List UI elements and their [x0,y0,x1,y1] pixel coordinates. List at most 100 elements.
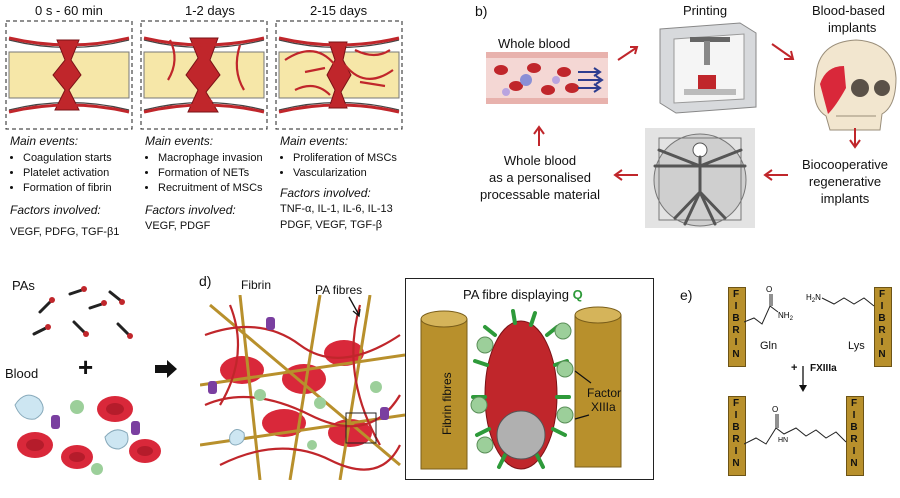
plus-sign: + [78,352,94,382]
stage-2-event: Formation of NETs [158,166,263,181]
material-label: Whole blood as a personalised processabl… [470,152,610,203]
implants-label-2: implants [828,20,877,35]
fibrin-letter: N [732,349,740,360]
oxygen-label: O [772,405,778,414]
regenerative-line: Biocooperative [802,157,888,172]
arrow-icon [849,128,861,149]
vitruvian-man-icon [645,128,755,228]
panel-d-letter: d) [199,273,212,289]
gln-lys-structures: O NH2 H2N [744,285,875,325]
fibrin-letter: F [878,289,886,300]
stage-2-factors: VEGF, PDGF [145,220,211,232]
plus-sign: + [791,362,798,374]
stage-1-event: Coagulation starts [23,151,112,166]
oxygen-label: O [766,285,772,294]
stage-1-factors: VEGF, PDFG, TGF-β1 [10,226,120,238]
fibrin-letter: B [878,313,886,324]
arrow-icon [613,169,638,181]
panel-b-letter: b) [475,3,488,19]
arrow-icon [771,43,795,60]
fibrin-fibres-label: Fibrin fibres [440,372,454,435]
whole-blood-label: Whole blood [498,36,571,51]
fibrin-letter: R [878,325,886,336]
stage-2-event: Macrophage invasion [158,151,263,166]
fibrin-letter: B [850,422,858,433]
fibrin-bar [874,287,892,367]
material-line: Whole blood [503,153,577,168]
fibrin-label: Fibrin [241,278,272,292]
stage-1-factors-heading: Factors involved: [10,203,101,217]
stage-3-factors: TNF-α, IL-1, IL-6, IL-13 [280,203,393,215]
stage-2-events: Macrophage invasion Formation of NETs Re… [143,151,263,196]
material-line: processable material [480,187,600,202]
right-arrow-icon [155,360,177,378]
h2n-sub: 2 [812,298,816,304]
fibrin-letter: N [850,458,858,469]
bone-fracture-stage-2 [140,20,268,130]
fibrin-letter: I [734,446,738,457]
pa-fibres-label: PA fibres [315,283,363,297]
inset-illustration: Fibrin fibres Factor XIIIa [420,306,622,470]
printer-icon [659,22,757,114]
stage-1-events-heading: Main events: [10,134,79,148]
nh2-label: NH2 [778,311,794,322]
skull-icon [813,39,897,131]
fibrin-letter: I [880,337,884,348]
fibrin-letter: B [732,422,740,433]
stage-2-title: 1-2 days [185,3,235,18]
stage-3-events-heading: Main events: [280,134,349,148]
nh2-sub: 2 [790,316,794,322]
blood-vessel-illustration [486,52,608,104]
stage-3-factors-heading: Factors involved: [280,186,371,200]
stage-3-event: Proliferation of MSCs [293,151,397,166]
factor-label-1: Factor [587,386,621,400]
factor-label-2: XIIIa [591,400,616,414]
stage-2-event: Recruitment of MSCs [158,181,263,196]
bone-fracture-stage-3 [275,20,403,130]
fibrin-letter: R [850,434,858,445]
h2n-text: H [806,293,812,302]
arrow-icon [763,169,788,181]
stage-1-events: Coagulation starts Platelet activation F… [8,151,112,196]
fibrin-letter: I [852,410,856,421]
gln-label: Gln [760,340,778,352]
down-arrow-icon [799,366,807,392]
stage-3-factors: PDGF, VEGF, TGF-β [280,219,383,231]
fibrin-bar [846,396,864,476]
stage-2-events-heading: Main events: [145,134,214,148]
pas-label: PAs [12,278,35,293]
enzyme-label: FXIIIa [810,363,837,374]
fibrin-bar [728,396,746,476]
fibrin-letter: I [734,337,738,348]
stage-2-factors-heading: Factors involved: [145,203,236,217]
stage-3-title: 2-15 days [310,3,368,18]
regenerative-label: Biocooperative regenerative implants [790,156,900,207]
fibrin-letter: R [732,325,740,336]
panel-e-letter: e) [680,287,693,303]
printing-label: Printing [683,3,728,18]
blood-label: Blood [5,366,39,381]
implants-label-1: Blood-based [812,3,885,18]
inset-q: Q [572,287,583,302]
inset-title: PA fibre displaying Q [463,287,583,302]
inset-box [405,278,654,480]
regenerative-line: regenerative [808,174,882,189]
blood-cells [14,394,161,475]
fibrin-letter: I [880,301,884,312]
fibrin-letter: R [732,434,740,445]
bone-fracture-stage-1 [5,20,133,130]
fibrin-letter: N [732,458,740,469]
stage-1-title: 0 s - 60 min [35,3,103,18]
arrow-icon [533,125,545,146]
arrow-icon [617,46,639,61]
lys-label: Lys [848,340,865,352]
fibrin-bar [728,287,746,367]
stage-3-event: Vascularization [293,166,397,181]
material-line: as a personalised [489,170,591,185]
fibrin-letter: F [850,398,858,409]
fibrin-letter: I [734,410,738,421]
